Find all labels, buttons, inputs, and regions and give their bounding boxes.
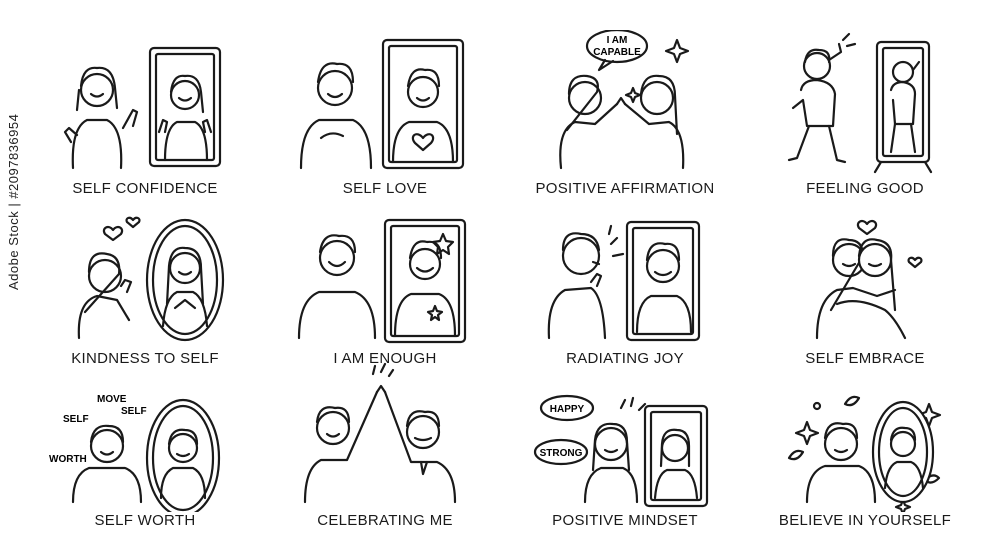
tile-self-worth: MOVE SELF SELF WORTH SELF WORTH [25,362,265,542]
caption-self-worth: SELF WORTH [94,512,196,529]
person-icon [87,258,123,294]
tile-kindness-to-self: KINDNESS TO SELF [25,200,265,380]
tile-self-love: SELF LOVE [265,30,505,210]
mirror-icon [875,40,931,164]
caption-feeling-good: FEELING GOOD [806,180,924,197]
tile-feeling-good: FEELING GOOD [745,30,985,210]
caption-positive-affirmation: POSITIVE AFFIRMATION [535,180,715,197]
positive-affirmation-illustration: I AM CAPABLE [559,30,690,170]
word-self-left: SELF [63,414,89,425]
radiating-joy-illustration [547,220,701,342]
caption-self-confidence: SELF CONFIDENCE [72,180,218,197]
kindness-illustration [77,216,225,342]
feeling-good-illustration [787,32,933,174]
self-worth-illustration: MOVE SELF SELF WORTH [49,394,221,512]
tile-celebrating-me: CELEBRATING ME [265,362,505,542]
person-icon [79,72,115,108]
caption-self-embrace: SELF EMBRACE [805,350,925,367]
caption-celebrating-me: CELEBRATING ME [317,512,453,529]
tile-positive-mindset: HAPPY STRONG POSITIVE MINDSET [505,362,745,542]
side-watermark-text: Adobe Stock | #2097836954 [6,113,21,290]
word-move: MOVE [97,394,127,405]
person-icon [561,236,601,276]
i-am-enough-illustration [297,218,467,344]
person-icon [802,51,832,81]
self-love-illustration [299,38,465,170]
self-confidence-illustration [63,46,222,170]
caption-believe-in-yourself: BELIEVE IN YOURSELF [778,512,952,529]
speech-bubble-icon [585,30,649,64]
speech-bubble-icon [539,394,595,422]
heart-icon [102,225,124,242]
mirror-icon [383,218,467,344]
heart-icon [856,219,878,236]
tile-self-confidence: SELF CONFIDENCE [25,30,265,210]
tile-i-am-enough: I AM ENOUGH [265,200,505,380]
sparkle-icon [607,224,625,258]
positive-mindset-illustration: HAPPY STRONG [533,394,709,508]
person-icon [316,69,354,107]
thumbs-up-icon [121,108,139,130]
leaf-icon [843,395,861,407]
person-icon [318,239,356,277]
word-self-right: SELF [121,406,147,417]
person-icon [593,426,629,462]
tile-self-embrace: SELF EMBRACE [745,200,985,380]
celebrating-me-illustration [303,362,457,504]
person-icon [823,426,859,462]
person-icon [315,410,351,446]
heart-icon [411,133,435,152]
tile-radiating-joy: RADIATING JOY [505,200,745,380]
tile-positive-affirmation: I AM CAPABLE POSITIVE AFFIRMATION [505,30,745,210]
caption-radiating-joy: RADIATING JOY [566,350,684,367]
bubble-capable: CAPABLE [593,47,641,58]
tile-believe-in-yourself: BELIEVE IN YOURSELF [745,362,985,542]
caption-positive-mindset: POSITIVE MINDSET [552,512,698,529]
sparkle-icon [664,38,690,64]
believe-in-yourself-illustration [787,395,942,512]
caption-kindness-to-self: KINDNESS TO SELF [71,350,219,367]
person-icon [567,80,603,116]
sparkle-icon [794,420,820,446]
star-icon [431,232,455,256]
word-worth: WORTH [49,454,87,465]
bubble-happy: HAPPY [550,404,585,415]
caption-self-love: SELF LOVE [342,180,428,197]
self-embrace-illustration [815,219,923,340]
person-icon [89,428,125,464]
bubble-strong: STRONG [540,448,583,459]
caption-i-am-enough: I AM ENOUGH [333,350,437,367]
sparkle-icon [371,362,395,378]
bubble-i-am: I AM [607,35,628,46]
